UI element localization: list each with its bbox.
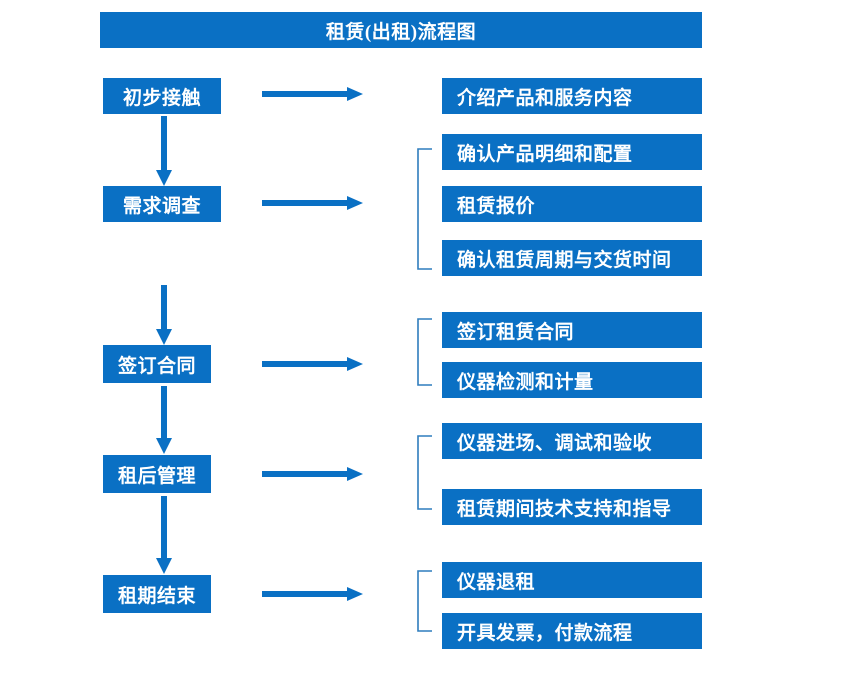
group-bracket-1 bbox=[416, 148, 434, 270]
group-bracket-3 bbox=[416, 435, 434, 510]
detail-box-9[interactable]: 仪器退租 bbox=[442, 562, 702, 598]
detail-box-10[interactable]: 开具发票，付款流程 bbox=[442, 613, 702, 649]
flow-arrow-right-1 bbox=[262, 85, 364, 103]
group-bracket-4 bbox=[416, 570, 434, 632]
detail-box-1[interactable]: 介绍产品和服务内容 bbox=[442, 78, 702, 114]
stage-box-5[interactable]: 租期结束 bbox=[103, 575, 211, 613]
detail-box-2[interactable]: 确认产品明细和配置 bbox=[442, 134, 702, 170]
detail-box-8[interactable]: 租赁期间技术支持和指导 bbox=[442, 489, 702, 525]
stage-box-2[interactable]: 需求调查 bbox=[103, 186, 221, 222]
flow-arrow-right-2 bbox=[262, 194, 364, 212]
detail-box-3[interactable]: 租赁报价 bbox=[442, 186, 702, 222]
diagram-title: 租赁(出租)流程图 bbox=[100, 12, 702, 48]
flow-arrow-down-3 bbox=[154, 386, 174, 456]
group-bracket-2 bbox=[416, 318, 434, 386]
stage-box-4[interactable]: 租后管理 bbox=[103, 455, 211, 493]
flow-arrow-right-4 bbox=[262, 465, 364, 483]
detail-box-5[interactable]: 签订租赁合同 bbox=[442, 312, 702, 348]
stage-box-3[interactable]: 签订合同 bbox=[103, 345, 211, 383]
detail-box-4[interactable]: 确认租赁周期与交货时间 bbox=[442, 240, 702, 276]
flow-arrow-down-2 bbox=[154, 285, 174, 347]
flow-arrow-right-3 bbox=[262, 355, 364, 373]
stage-box-1[interactable]: 初步接触 bbox=[103, 78, 221, 114]
flow-arrow-down-1 bbox=[154, 116, 174, 188]
flow-arrow-down-4 bbox=[154, 496, 174, 576]
detail-box-6[interactable]: 仪器检测和计量 bbox=[442, 362, 702, 398]
flow-arrow-right-5 bbox=[262, 585, 364, 603]
detail-box-7[interactable]: 仪器进场、调试和验收 bbox=[442, 423, 702, 459]
